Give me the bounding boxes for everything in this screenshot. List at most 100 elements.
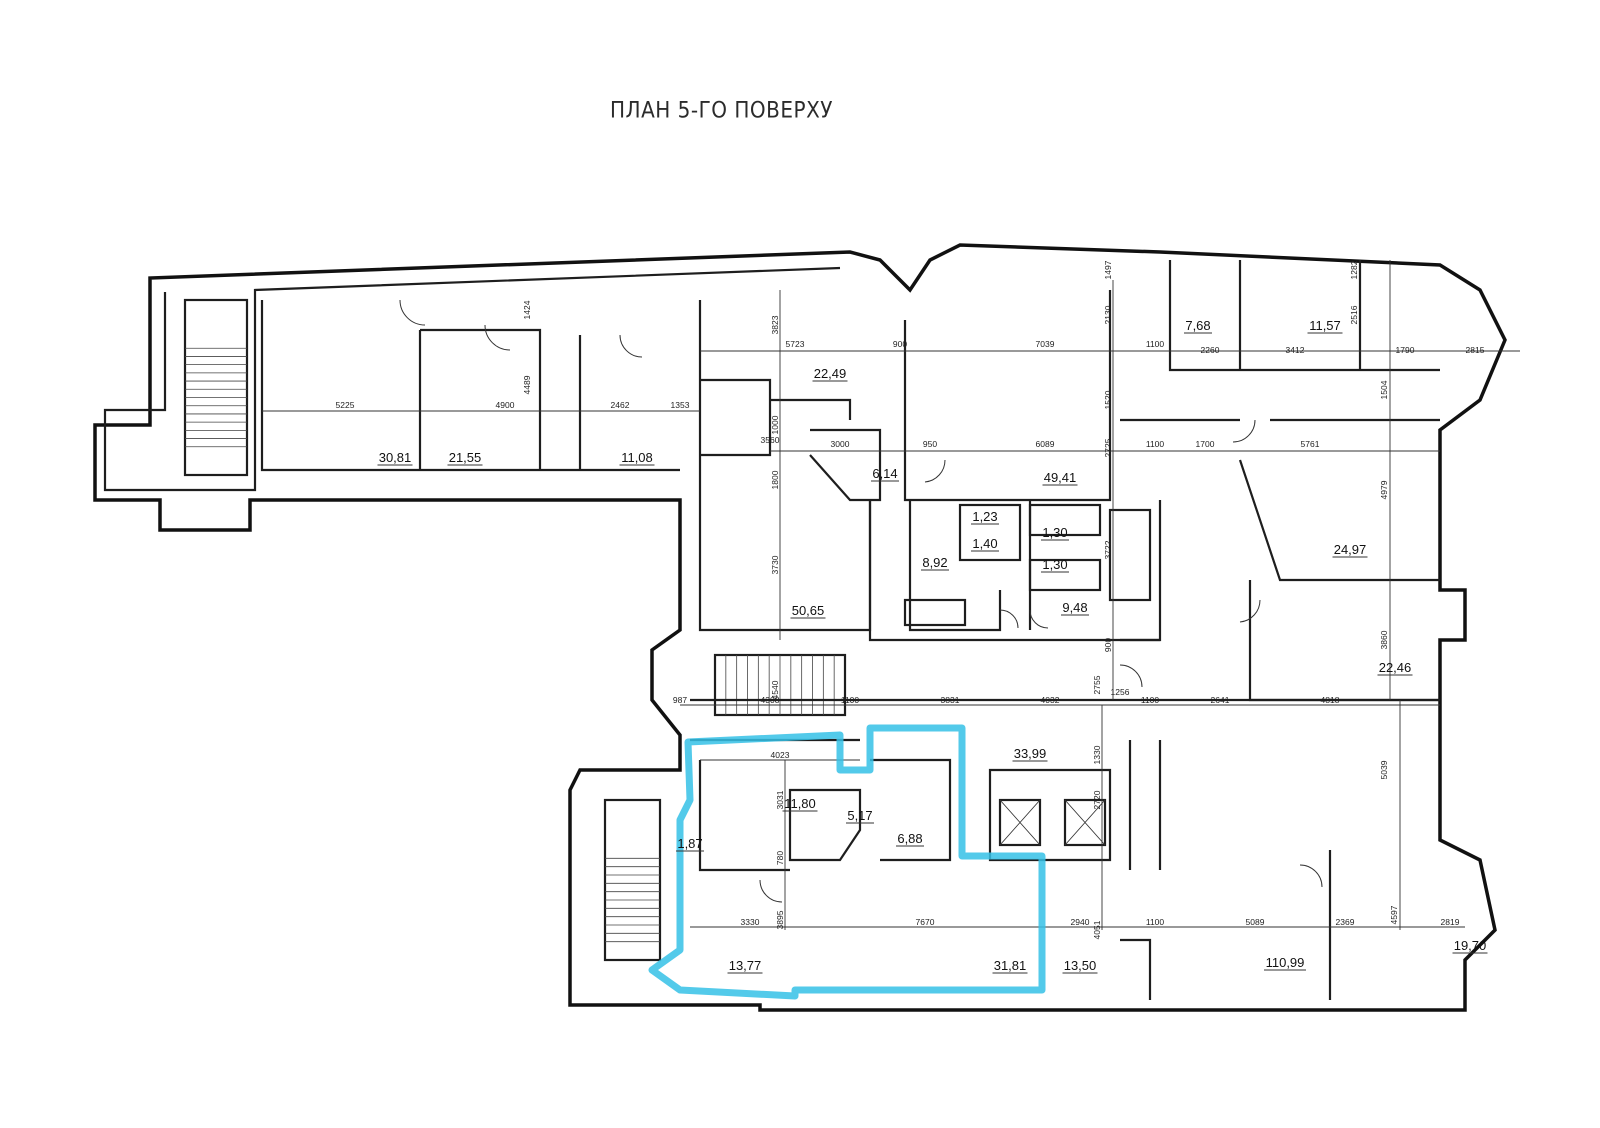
wc-block (903, 503, 1152, 627)
dimension-label: 1100 (841, 695, 860, 705)
dimension-label: 1353 (671, 400, 690, 410)
dimension-label: 3730 (770, 555, 780, 574)
room-area-label: 50,65 (792, 603, 825, 618)
room-area-label: 1,40 (972, 536, 997, 551)
dimension-label: 1100 (1146, 917, 1165, 927)
dimension-label: 2720 (1092, 790, 1102, 809)
dimension-label: 1800 (770, 470, 780, 489)
dimension-label: 2130 (1103, 305, 1113, 324)
dimension-label: 780 (775, 851, 785, 865)
dimension-label: 1700 (1196, 439, 1215, 449)
room-area-label: 33,99 (1014, 746, 1047, 761)
dimension-label: 3000 (831, 439, 850, 449)
lower-left-staircase (603, 798, 662, 962)
room-area-label: 19,70 (1454, 938, 1487, 953)
room-area-label: 5,17 (847, 808, 872, 823)
room-area-label: 1,30 (1042, 525, 1067, 540)
room-area-label: 8,92 (922, 555, 947, 570)
upper-left-rooms (260, 300, 872, 632)
lift-shafts (998, 798, 1107, 847)
dimension-label: 4489 (522, 375, 532, 394)
room-area-label: 13,50 (1064, 958, 1097, 973)
dimension-label: 1330 (1092, 745, 1102, 764)
room-area-label: 9,48 (1062, 600, 1087, 615)
room-area-label: 6,14 (872, 466, 897, 481)
dimension-label: 5039 (1379, 760, 1389, 779)
dimension-label: 2462 (611, 400, 630, 410)
central-staircase (713, 653, 847, 717)
dimension-label: 987 (673, 695, 687, 705)
dimension-label: 5723 (786, 339, 805, 349)
room-area-label: 1,23 (972, 509, 997, 524)
dimension-label: 1282 (1349, 260, 1359, 279)
dimension-label: 1100 (1146, 439, 1165, 449)
dimension-label: 900 (1103, 638, 1113, 652)
dimension-label: 4818 (1321, 695, 1340, 705)
dimension-label: 950 (923, 439, 937, 449)
dimension-label: 2260 (1201, 345, 1220, 355)
room-area-label: 6,88 (897, 831, 922, 846)
dimension-label: 5761 (1301, 439, 1320, 449)
dimension-label: 2815 (1466, 345, 1485, 355)
room-area-label: 49,41 (1044, 470, 1077, 485)
dimension-label: 6089 (1036, 439, 1055, 449)
outer-wall (93, 243, 1507, 1012)
room-area-label: 11,80 (784, 796, 816, 811)
dimension-label: 3412 (1286, 345, 1305, 355)
dimension-label: 1497 (1103, 260, 1113, 279)
dimension-label: 3560 (761, 435, 780, 445)
dimension-label: 3330 (741, 917, 760, 927)
dimension-label: 1424 (522, 300, 532, 319)
dimension-label: 1256 (1111, 687, 1130, 697)
dimension-label: 4023 (771, 750, 790, 760)
lower-rooms (690, 698, 1440, 1000)
room-area-label: 22,46 (1379, 660, 1412, 675)
room-area-label: 1,87 (677, 836, 702, 851)
dimension-label: 4032 (1041, 695, 1060, 705)
dimension-label: 4979 (1379, 480, 1389, 499)
room-area-label: 11,57 (1309, 318, 1341, 333)
room-area-label: 24,97 (1334, 542, 1367, 557)
dimension-label: 1000 (770, 415, 780, 434)
room-area-label: 11,08 (621, 450, 653, 465)
room-area-label: 1,30 (1042, 557, 1067, 572)
dimension-label: 4900 (496, 400, 515, 410)
room-area-label: 22,49 (814, 366, 847, 381)
dimension-label: 7670 (916, 917, 935, 927)
dimension-label: 4051 (1092, 920, 1102, 939)
dimension-label: 2369 (1336, 917, 1355, 927)
dimension-label: 1504 (1379, 380, 1389, 399)
dimension-label: 7039 (1036, 339, 1055, 349)
inner-outline (103, 266, 841, 492)
room-area-label: 7,68 (1185, 318, 1210, 333)
room-area-label: 31,81 (994, 958, 1027, 973)
dimension-label: 4540 (770, 680, 780, 699)
dimension-label: 3031 (775, 790, 785, 809)
dimension-label: 2819 (1441, 917, 1460, 927)
dimension-label: 1790 (1396, 345, 1415, 355)
dimension-label: 1520 (1103, 390, 1113, 409)
dimension-label: 3895 (775, 910, 785, 929)
room-area-label: 13,77 (729, 958, 762, 973)
dimension-label: 3831 (941, 695, 960, 705)
highlighted-unit (648, 724, 1046, 1000)
dimension-label: 4308 (761, 695, 780, 705)
room-area-label: 21,55 (449, 450, 482, 465)
left-staircase (183, 298, 249, 477)
dimension-label: 2725 (1103, 438, 1113, 457)
dimension-label: 2940 (1071, 917, 1090, 927)
dimension-label: 3722 (1103, 540, 1113, 559)
dimension-label: 5225 (336, 400, 355, 410)
dimension-label: 2641 (1211, 695, 1230, 705)
room-area-label: 110,99 (1266, 955, 1305, 970)
dimension-label: 5089 (1246, 917, 1265, 927)
dimension-label: 3860 (1379, 630, 1389, 649)
room-area-label: 30,81 (379, 450, 412, 465)
dimension-label: 900 (893, 339, 907, 349)
dimension-lines (262, 260, 1520, 930)
central-rooms (700, 290, 1162, 642)
dimension-label: 3823 (770, 315, 780, 334)
dimension-label: 1100 (1146, 339, 1165, 349)
dimension-label: 4597 (1389, 905, 1399, 924)
